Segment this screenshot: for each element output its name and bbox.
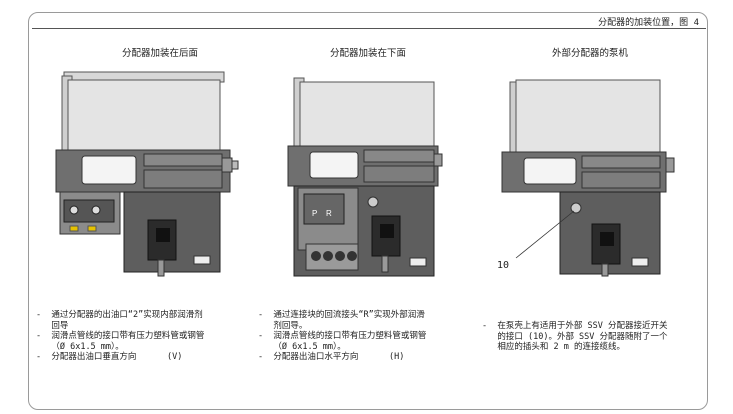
note-line: - 分配器出油口垂直方向 (V)	[36, 352, 183, 362]
column-title-external: 外部分配器的泵机	[551, 48, 628, 59]
note-line: 剂回导。	[258, 320, 308, 331]
pump-external-distributor-illustration	[501, 79, 675, 277]
notes-external: - 在泵壳上有适用于外部 SSV 分配器接近开关 的接口 (10)。外部 SSV…	[482, 321, 668, 353]
pump-bottom-distributor-illustration: P R	[287, 77, 443, 277]
block-label-r: R	[326, 209, 332, 218]
note-line: - 润滑点管线的接口带有压力塑料管或钢管	[258, 331, 427, 341]
notes-rear: - 通过分配器的出油口“2”实现内部润滑剂 回导 - 润滑点管线的接口带有压力塑…	[36, 310, 204, 363]
note-line: （Ø 6x1.5 mm）。	[36, 341, 124, 352]
figure-caption: 分配器的加装位置，图 4	[598, 18, 699, 28]
note-line: （Ø 6x1.5 mm）。	[258, 341, 346, 352]
note-line: 相应的插头和 2 m 的连接缆线。	[482, 342, 625, 352]
note-line: - 在泵壳上有适用于外部 SSV 分配器接近开关	[482, 321, 668, 331]
note-line: - 通过连接块的回流接头“R”实现外部润滑	[258, 310, 425, 320]
note-line: 的接口 (10)。外部 SSV 分配器随附了一个	[482, 331, 668, 342]
block-label-p: P	[312, 209, 317, 218]
note-line: - 润滑点管线的接口带有压力塑料管或钢管	[36, 331, 205, 341]
column-title-bottom: 分配器加装在下面	[329, 48, 406, 59]
page-frame	[28, 12, 708, 410]
pump-rear-distributor-illustration	[55, 71, 239, 277]
header-rule	[32, 28, 706, 29]
note-line: 回导	[36, 320, 69, 331]
callout-10: 10	[497, 260, 510, 271]
notes-bottom: - 通过连接块的回流接头“R”实现外部润滑 剂回导。 - 润滑点管线的接口带有压…	[258, 310, 426, 363]
note-line: - 通过分配器的出油口“2”实现内部润滑剂	[36, 310, 203, 320]
column-title-rear: 分配器加装在后面	[121, 48, 198, 59]
note-line: - 分配器出油口水平方向 (H)	[258, 352, 405, 362]
